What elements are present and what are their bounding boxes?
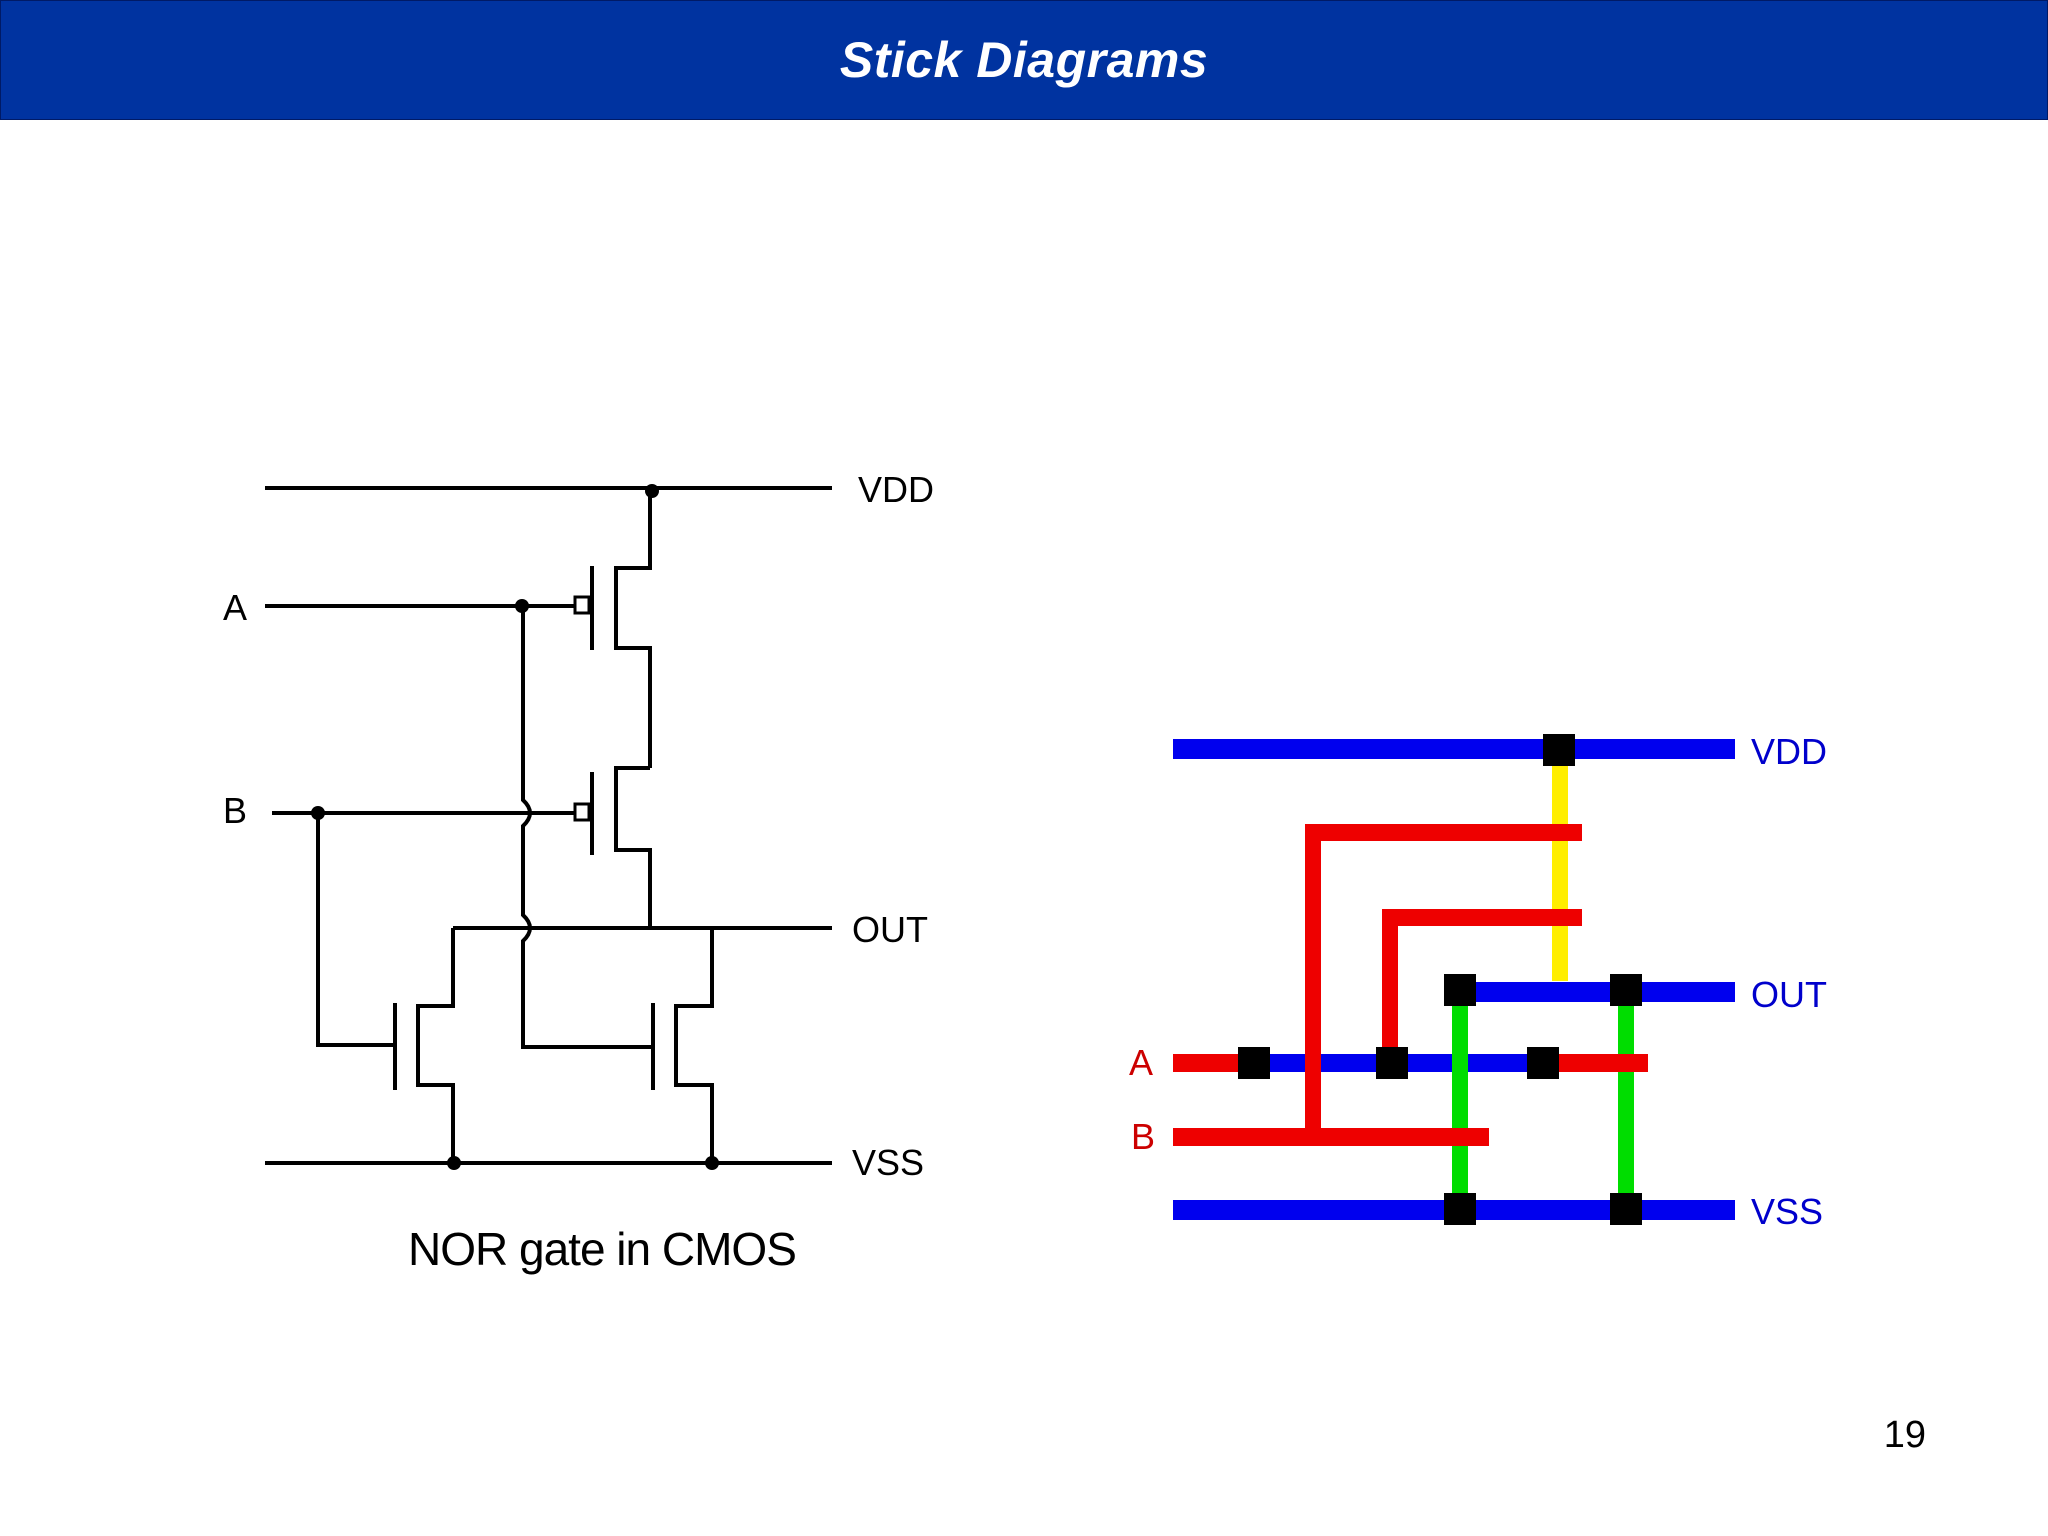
schematic-label-vss: VSS xyxy=(852,1142,924,1183)
pmos-b-bubble xyxy=(573,802,591,822)
stick-out-metal xyxy=(1458,982,1735,1002)
stick-diagram xyxy=(1173,734,1735,1225)
stick-p-diffusion xyxy=(1552,755,1568,981)
stick-label-a: A xyxy=(1129,1042,1153,1083)
junction-dots xyxy=(311,484,719,1170)
schematic-caption: NOR gate in CMOS xyxy=(408,1223,796,1275)
stick-label-vdd: VDD xyxy=(1751,731,1827,772)
stick-n-diffusion-left xyxy=(1452,990,1468,1210)
stick-vdd-metal xyxy=(1173,739,1735,759)
stick-poly-a-left xyxy=(1173,1054,1255,1072)
stick-poly-b xyxy=(1173,1128,1489,1146)
pmos-b xyxy=(590,766,652,928)
input-a-branch xyxy=(521,606,653,1049)
page-number: 19 xyxy=(1883,1414,1926,1456)
stick-label-vss: VSS xyxy=(1751,1191,1823,1232)
title-bar: Stick Diagrams xyxy=(0,0,2048,120)
stick-poly-top-b xyxy=(1305,824,1582,841)
nmos-b xyxy=(393,928,455,1163)
nor-schematic xyxy=(265,486,832,1165)
schematic-label-out: OUT xyxy=(852,909,928,950)
schematic-label-vdd: VDD xyxy=(858,469,934,510)
stick-label-out: OUT xyxy=(1751,974,1827,1015)
stick-n-diffusion-right xyxy=(1618,990,1634,1210)
input-b-branch xyxy=(316,813,395,1047)
stick-label-b: B xyxy=(1131,1116,1155,1157)
stick-contacts xyxy=(1238,734,1642,1225)
stick-poly-a-right xyxy=(1543,1054,1648,1072)
schematic-label-a: A xyxy=(223,587,247,628)
stick-poly-top-a xyxy=(1382,909,1582,926)
pmos-a-bubble xyxy=(573,595,591,615)
slide-title: Stick Diagrams xyxy=(839,32,1209,88)
stick-poly-vertical-a xyxy=(1382,909,1398,1059)
pmos-a xyxy=(590,488,652,768)
stick-poly-vertical-b xyxy=(1305,824,1321,1138)
nmos-a xyxy=(651,928,714,1163)
schematic-label-b: B xyxy=(223,790,247,831)
